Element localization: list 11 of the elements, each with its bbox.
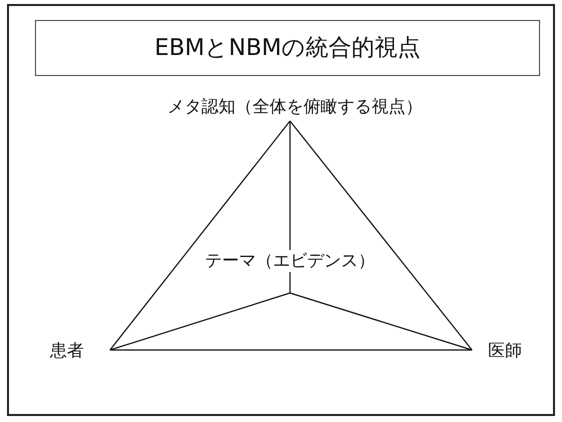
vertex-label: 医師 <box>472 339 522 363</box>
vertex-label: 患者 <box>50 339 110 363</box>
center-label: テーマ（エビデンス） <box>205 249 375 293</box>
pyramid-edge <box>110 292 290 351</box>
apex-label: メタ認知（全体を俯瞰する視点） <box>145 95 445 121</box>
title-box: EBMとNBMの統合的視点 <box>35 20 540 76</box>
pyramid-edge <box>289 120 291 294</box>
pyramid-edge <box>110 349 472 351</box>
pyramid-edge <box>290 292 472 351</box>
pyramid-edge <box>290 120 472 350</box>
pyramid-edge <box>110 120 290 350</box>
